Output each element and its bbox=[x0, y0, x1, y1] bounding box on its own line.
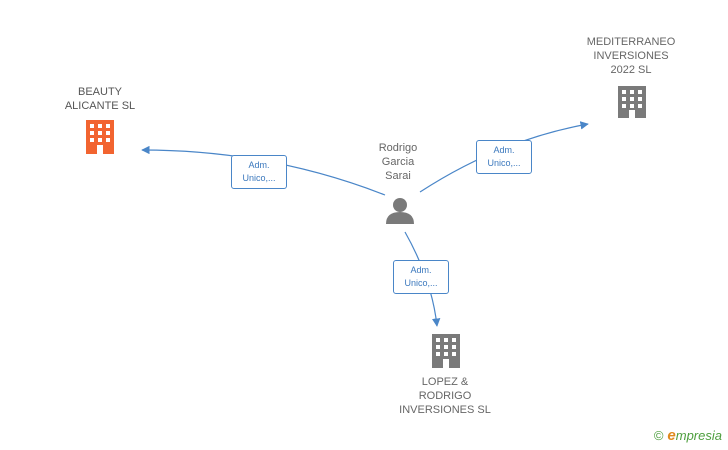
brand-footer: © e mpresia bbox=[654, 427, 722, 444]
brand-logo-initial: e bbox=[667, 427, 676, 444]
person-name-label[interactable]: Rodrigo Garcia Sarai bbox=[378, 142, 418, 182]
building-icon[interactable] bbox=[618, 86, 646, 118]
person-icon[interactable] bbox=[386, 198, 414, 224]
copyright-symbol: © bbox=[653, 428, 664, 443]
company-label-lopez-rodrigo[interactable]: LOPEZ & RODRIGO INVERSIONES SL bbox=[399, 376, 491, 416]
building-icon[interactable] bbox=[432, 334, 460, 368]
edge-label-mediterraneo[interactable]: Adm. Unico,... bbox=[476, 140, 532, 174]
edge-label-lopez-rodrigo[interactable]: Adm. Unico,... bbox=[393, 260, 449, 294]
edge-label-beauty-alicante[interactable]: Adm. Unico,... bbox=[231, 155, 287, 189]
building-icon[interactable] bbox=[86, 120, 114, 154]
brand-logo-text: mpresia bbox=[675, 428, 722, 443]
company-label-mediterraneo[interactable]: MEDITERRANEO INVERSIONES 2022 SL bbox=[586, 36, 676, 76]
company-label-beauty-alicante[interactable]: BEAUTY ALICANTE SL bbox=[64, 86, 136, 112]
